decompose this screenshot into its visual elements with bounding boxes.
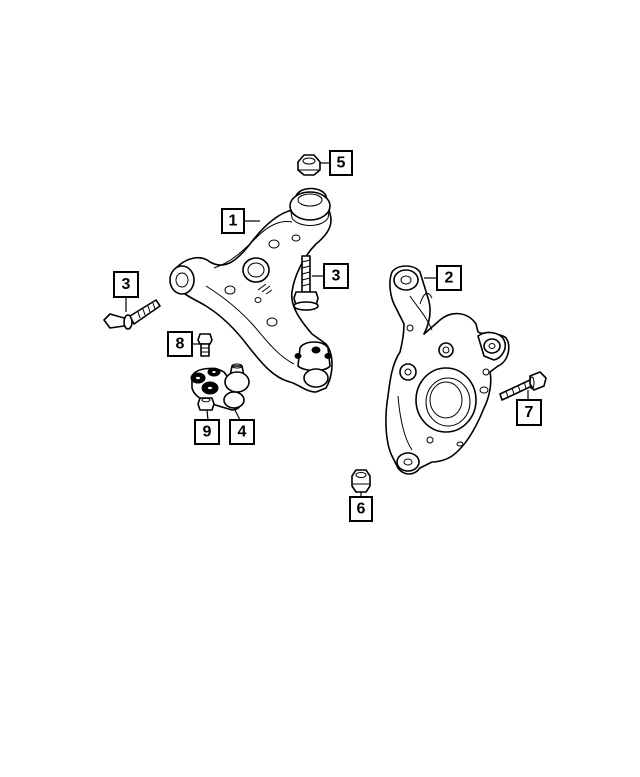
lower-control-arm: [169, 187, 333, 393]
callout-label: 5: [337, 155, 346, 172]
callout-label: 8: [176, 336, 185, 353]
callout-1: 1: [221, 208, 245, 234]
callout-label: 4: [238, 424, 247, 441]
flange-nut: [297, 154, 321, 176]
steering-knuckle: [385, 265, 510, 475]
arm-bolt-front: [103, 299, 161, 330]
leader-9: [206, 409, 209, 421]
callout-7: 7: [516, 399, 542, 426]
callout-6: 6: [349, 496, 373, 522]
ball-joint-nut: [197, 397, 215, 411]
callout-5: 5: [329, 150, 353, 176]
callout-label: 9: [203, 424, 212, 441]
callout-label: 6: [357, 501, 366, 518]
callout-2: 2: [436, 265, 462, 291]
knuckle-bolt: [499, 371, 547, 401]
callout-label: 3: [332, 268, 341, 285]
leader-lines: [125, 162, 529, 497]
callout-label: 2: [445, 270, 454, 287]
callout-label: 1: [229, 213, 238, 230]
callout-3a: 3: [113, 271, 139, 298]
callout-4: 4: [229, 419, 255, 445]
arm-bolt-rear: [293, 255, 319, 311]
callout-8: 8: [167, 331, 193, 357]
callout-9: 9: [194, 419, 220, 445]
leader-4: [233, 407, 241, 421]
callout-label: 3: [122, 276, 131, 293]
callout-3b: 3: [323, 263, 349, 289]
knuckle-nut: [351, 469, 371, 493]
callout-label: 7: [525, 404, 534, 421]
ball-joint-bolt: [197, 333, 213, 357]
